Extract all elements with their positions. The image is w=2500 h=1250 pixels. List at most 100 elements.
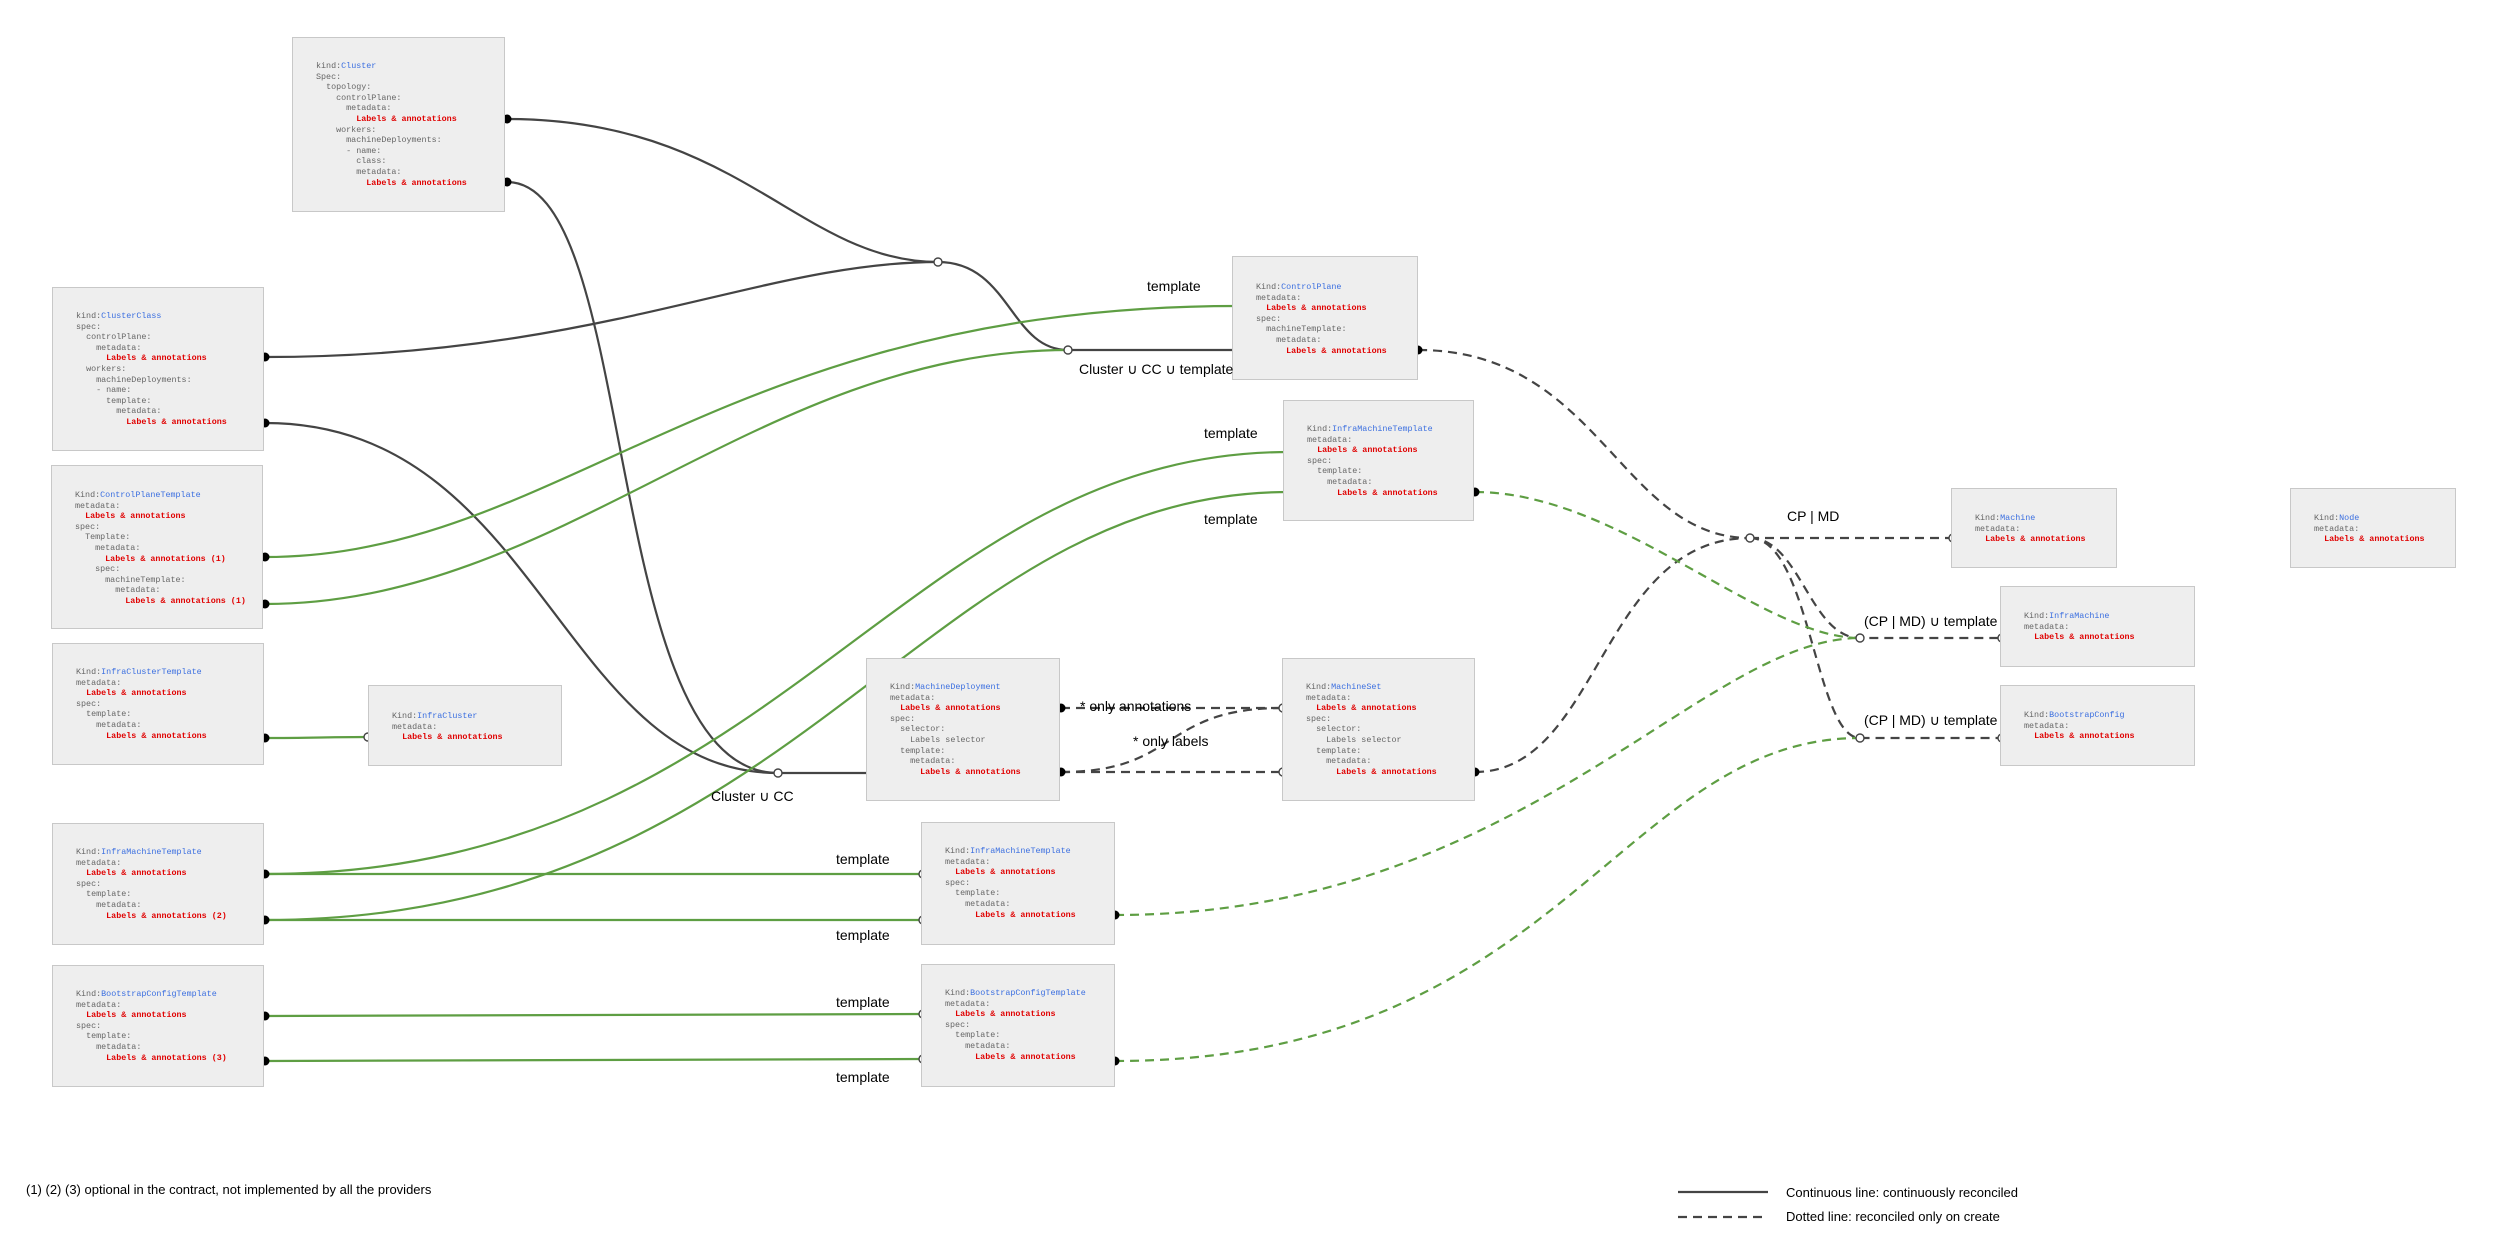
wire-bct-bottom-template: [264, 1012, 924, 1018]
code-line: metadata:: [76, 1000, 227, 1011]
code-line: metadata:: [945, 857, 1076, 868]
field-text: Template:: [85, 532, 131, 543]
code-line: Labels & annotations (2): [76, 911, 227, 922]
field-text: metadata:: [116, 406, 162, 417]
labels-annotations-text: Labels & annotations: [900, 703, 1001, 714]
code-line: Labels & annotations: [1975, 534, 2086, 545]
kind-name: InfraMachineTemplate: [101, 847, 202, 857]
code-line: metadata:: [1306, 756, 1437, 767]
label-only-labels: * only labels: [1133, 733, 1209, 749]
code-line: Labels & annotations: [945, 1009, 1086, 1020]
labels-annotations-text: Labels & annotations: [85, 511, 186, 522]
label-template-imt-2: template: [1204, 511, 1258, 527]
code-line: spec:: [76, 879, 227, 890]
field-text: metadata:: [115, 585, 161, 596]
wire-bct-bottom-template2: [264, 1057, 924, 1063]
code-line: Labels & annotations: [316, 178, 467, 189]
code-line: metadata:: [890, 693, 1021, 704]
labels-annotations-text: Labels & annotations (2): [106, 910, 227, 921]
legend-continuous-text: Continuous line: continuously reconciled: [1786, 1185, 2018, 1200]
code-line: template:: [76, 1031, 227, 1042]
code-line: Labels & annotations: [76, 1010, 227, 1021]
code-line: metadata:: [2024, 721, 2135, 732]
dot-merge-bootstrap: [1855, 733, 1865, 743]
field-text: controlPlane:: [336, 92, 402, 103]
field-text: machineDeployments:: [96, 374, 192, 385]
code-line: Labels & annotations (1): [75, 596, 246, 607]
field-text: machineDeployments:: [346, 135, 442, 146]
field-text: machineTemplate:: [1266, 324, 1347, 335]
kind-name: InfraMachineTemplate: [970, 846, 1071, 856]
code-line: template:: [1306, 746, 1437, 757]
wire-ms-machine: [1474, 536, 1751, 774]
field-text: template:: [1316, 745, 1362, 756]
code-line: metadata:: [75, 543, 246, 554]
field-text: template:: [1317, 466, 1363, 477]
code-line: Labels & annotations: [1256, 346, 1387, 357]
labels-annotations-text: Labels & annotations: [1337, 487, 1438, 498]
wire-imt2-cp-infratemplate: [264, 490, 1290, 922]
field-text: - name:: [96, 385, 132, 396]
code-line: Kind:InfraMachineTemplate: [945, 846, 1071, 856]
wire-cpmd-infra: [1749, 536, 2002, 640]
field-text: metadata:: [1306, 692, 1352, 703]
wire-clusterclass-md: [264, 421, 779, 775]
kind-name: InfraCluster: [417, 711, 478, 721]
code-line: workers:: [316, 125, 467, 136]
field-text: metadata:: [1326, 756, 1372, 767]
labels-annotations-text: Labels & annotations: [1316, 703, 1417, 714]
labels-annotations-text: Labels & annotations: [1266, 303, 1367, 314]
field-text: selector:: [1316, 724, 1362, 735]
code-line: Labels & annotations: [1307, 488, 1438, 499]
kind-name: MachineDeployment: [915, 682, 1001, 692]
labels-annotations-text: Labels & annotations: [1317, 445, 1418, 456]
label-cluster-cc: Cluster ∪ CC: [711, 788, 794, 804]
labels-annotations-text: Labels & annotations: [975, 909, 1076, 920]
kind-name: BootstrapConfig: [2049, 710, 2125, 720]
code-line: metadata:: [2024, 622, 2135, 633]
code-line: metadata:: [945, 899, 1076, 910]
code-line: metadata:: [945, 999, 1086, 1010]
label-template-imt-1: template: [1204, 425, 1258, 441]
kind-name: InfraMachineTemplate: [1332, 424, 1433, 434]
code-line: Template:: [75, 532, 246, 543]
code-line: kind:Cluster: [316, 61, 377, 71]
dot-merge-infra: [1855, 633, 1865, 643]
code-line: Labels & annotations: [1306, 703, 1437, 714]
code-line: spec:: [945, 1020, 1086, 1031]
code-line: Labels & annotations: [392, 732, 503, 743]
field-text: metadata:: [1327, 476, 1373, 487]
labels-annotations-text: Labels & annotations (1): [125, 595, 246, 606]
code-line: controlPlane:: [316, 93, 467, 104]
code-line: machineDeployments:: [76, 375, 227, 386]
field-text: metadata:: [1307, 434, 1353, 445]
code-line: template:: [1307, 466, 1438, 477]
label-only-annotations: * only annotations: [1080, 698, 1192, 714]
code-line: metadata:: [316, 167, 467, 178]
labels-annotations-text: Labels & annotations: [106, 353, 207, 364]
field-text: spec:: [76, 1020, 102, 1031]
field-text: metadata:: [2024, 720, 2070, 731]
field-text: spec:: [75, 521, 101, 532]
target-dots: [363, 257, 2007, 1064]
labels-annotations-text: Labels & annotations: [1336, 766, 1437, 777]
field-text: spec:: [1307, 455, 1333, 466]
field-text: spec:: [945, 1019, 971, 1030]
code-line: template:: [76, 709, 207, 720]
labels-annotations-text: Labels & annotations: [2324, 534, 2425, 545]
field-text: metadata:: [96, 719, 142, 730]
wire-imt-cp-infratemplate: [264, 450, 1290, 876]
code-line: Kind:MachineSet: [1306, 682, 1382, 692]
labels-annotations-text: Labels & annotations: [1985, 534, 2086, 545]
